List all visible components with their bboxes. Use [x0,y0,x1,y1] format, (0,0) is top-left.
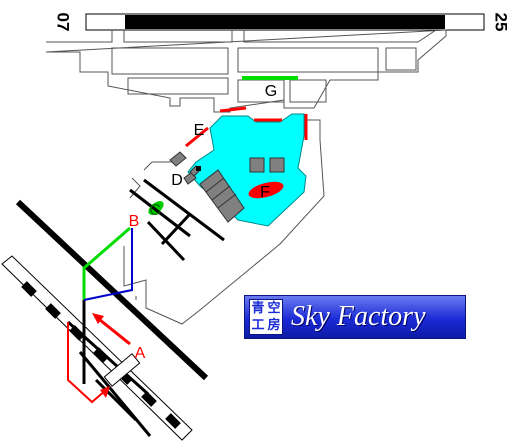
route-blue [83,228,133,301]
logo-kanji-4: 房 [267,318,281,333]
spot-label-b: B [129,213,140,230]
spot-label-a: A [135,345,146,362]
spot-label-c: C [149,202,161,219]
runway-number-25: 25 [492,13,511,32]
route-red-apron [185,106,308,148]
spot-label-g: G [265,83,277,100]
spot-label-d: D [171,172,183,189]
logo-kanji-block: 青 空 工 房 [249,299,283,335]
spot-g-marker [242,76,298,80]
spot-label-f: F [260,184,270,201]
route-green [82,226,131,300]
spot-label-e: E [194,122,205,139]
route-arrow-a [92,313,131,346]
small-building [103,353,141,387]
lower-taxiways [66,300,152,437]
logo-kanji-2: 空 [267,301,281,316]
logo-kanji-3: 工 [251,318,265,333]
middle-taxiways [129,178,225,262]
diagonal-runway [15,199,209,381]
logo-text: Sky Factory [291,301,426,332]
terminal-buildings [199,157,285,223]
north-taxiway-outline [45,29,447,113]
route-arrow-lower [100,386,110,398]
main-runway [85,13,485,31]
runway-number-07: 07 [54,13,73,32]
logo-kanji-1: 青 [251,301,265,316]
route-red-lower [67,322,107,404]
spot-c-marker [148,201,164,215]
spot-d-marker [196,166,201,171]
spot-f-marker [248,181,284,199]
sky-factory-logo: 青 空 工 房 Sky Factory [244,295,466,339]
